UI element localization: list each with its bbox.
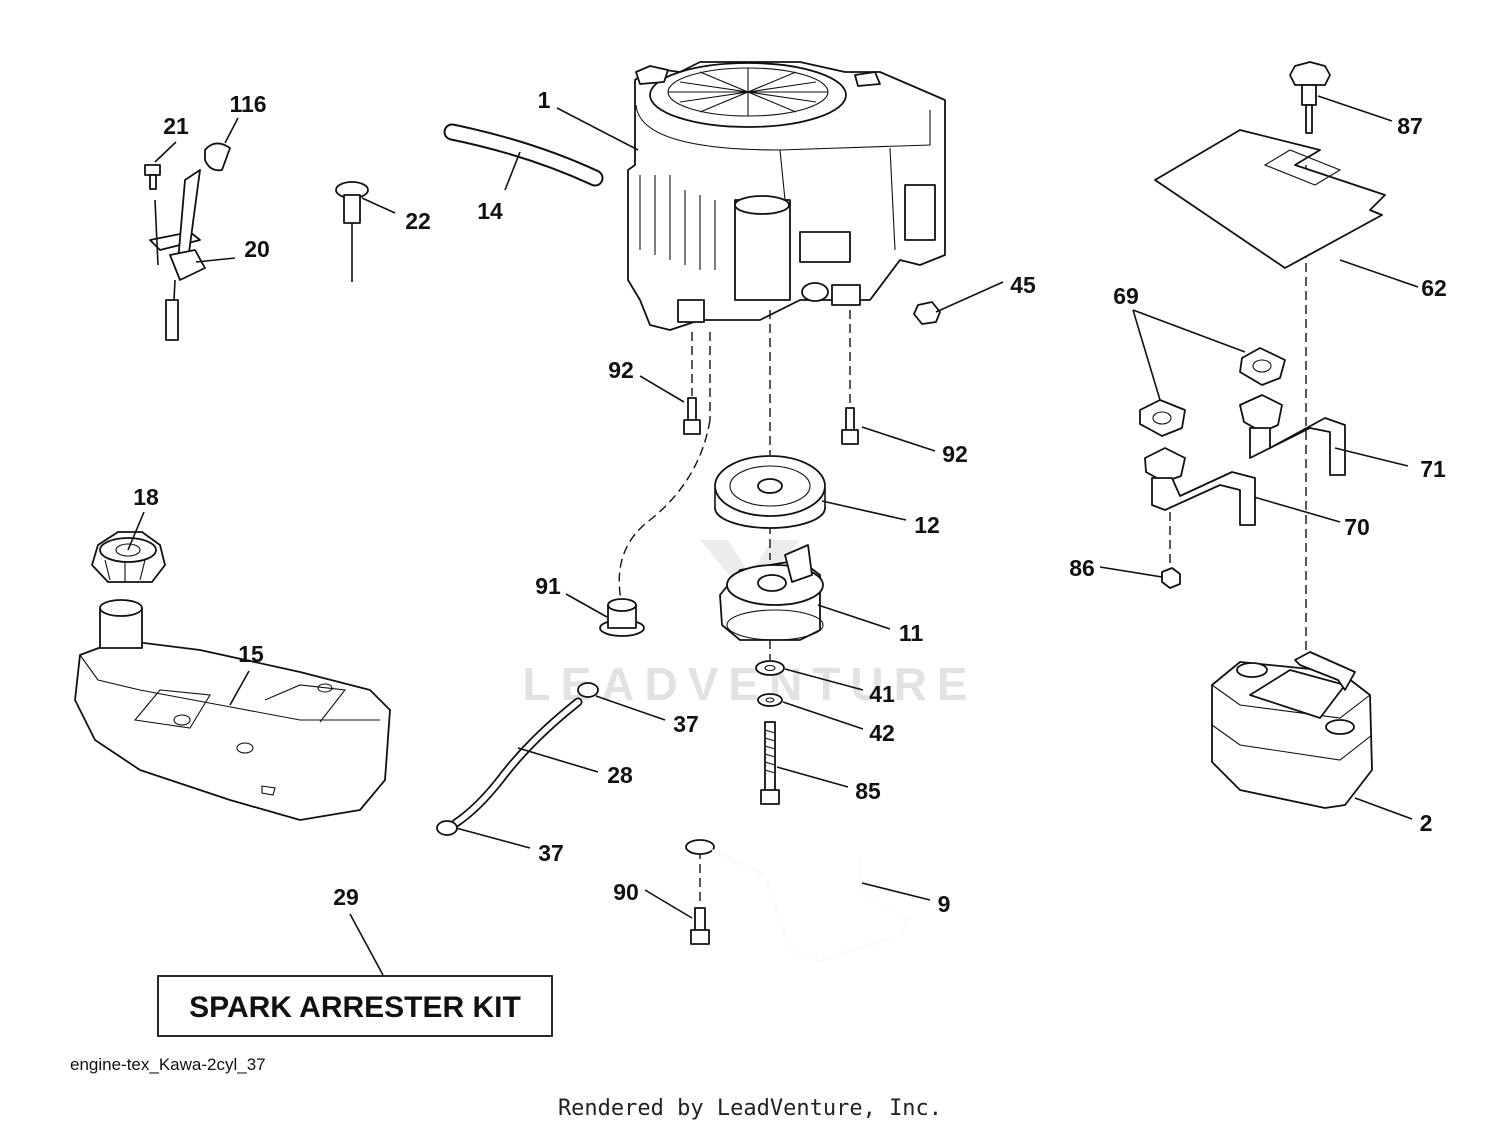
- fuel-cap-part[interactable]: [91, 531, 166, 583]
- callout-37-upper: 37: [673, 711, 699, 737]
- muffler-part[interactable]: [1211, 651, 1373, 809]
- callout-45: 45: [1010, 272, 1036, 298]
- bushing-91-part[interactable]: [599, 598, 645, 637]
- mounting-bracket-part[interactable]: [685, 839, 912, 962]
- callout-labels: 1 14 21 116 22 20 45 87 62 69 92 92 71 7…: [133, 87, 1447, 917]
- spark-arrester-kit-label: SPARK ARRESTER KIT: [189, 991, 521, 1024]
- callout-1: 1: [538, 87, 551, 113]
- washer-42-part[interactable]: [757, 693, 783, 707]
- callout-116: 116: [229, 91, 266, 117]
- callout-70: 70: [1344, 514, 1370, 540]
- spark-arrester-kit-box[interactable]: SPARK ARRESTER KIT: [157, 975, 553, 1037]
- callout-92-left: 92: [608, 357, 634, 383]
- leader-lines: [127, 95, 1419, 976]
- callout-18: 18: [133, 484, 159, 510]
- heat-shield-part[interactable]: [1154, 129, 1386, 269]
- footer-credit: Rendered by LeadVenture, Inc.: [558, 1096, 942, 1121]
- callout-86: 86: [1069, 555, 1095, 581]
- exhaust-pipe-70-part[interactable]: [1144, 447, 1256, 526]
- callout-90: 90: [613, 879, 639, 905]
- exhaust-pipe-71-part[interactable]: [1239, 394, 1346, 476]
- callout-42: 42: [869, 720, 895, 746]
- callout-29: 29: [333, 884, 359, 910]
- callout-15: 15: [238, 641, 264, 667]
- bolt-92-right-part[interactable]: [841, 407, 859, 445]
- callout-9: 9: [938, 891, 951, 917]
- bolt-90-part[interactable]: [690, 907, 710, 945]
- watermark: LEADVENTURE: [522, 540, 977, 710]
- nut-86-part[interactable]: [1161, 567, 1181, 589]
- clutch-part[interactable]: [719, 544, 824, 641]
- callout-41: 41: [869, 681, 895, 707]
- engine-part[interactable]: [627, 61, 946, 331]
- hose-clamp-upper-part[interactable]: [577, 682, 599, 698]
- callout-20: 20: [244, 236, 270, 262]
- callout-37-lower: 37: [538, 840, 564, 866]
- pulley-part[interactable]: [714, 455, 826, 529]
- bolt-92-left-part[interactable]: [683, 397, 701, 435]
- callout-21: 21: [163, 113, 189, 139]
- callout-28: 28: [607, 762, 633, 788]
- callout-12: 12: [914, 512, 940, 538]
- callout-71: 71: [1420, 456, 1446, 482]
- callout-62: 62: [1421, 275, 1447, 301]
- bolt-85-part[interactable]: [760, 721, 780, 805]
- watermark-text: LEADVENTURE: [522, 658, 977, 710]
- breather-hose-part[interactable]: [443, 123, 604, 187]
- watermark-logo-icon: [700, 540, 800, 600]
- callout-92-right: 92: [942, 441, 968, 467]
- callout-22: 22: [405, 208, 431, 234]
- callout-11: 11: [899, 620, 924, 646]
- nut-45-part[interactable]: [913, 281, 1004, 325]
- throttle-control-part[interactable]: [144, 142, 231, 341]
- gasket-69-lower-part[interactable]: [1139, 399, 1186, 437]
- knob-87-part[interactable]: [1289, 61, 1331, 134]
- callout-14: 14: [477, 198, 503, 224]
- washer-41-part[interactable]: [755, 660, 785, 676]
- callout-87: 87: [1397, 113, 1423, 139]
- assembly-guide-lines: [618, 165, 1307, 905]
- callout-85: 85: [855, 778, 881, 804]
- gasket-69-upper-part[interactable]: [1239, 347, 1286, 386]
- fuel-hose-part[interactable]: [451, 697, 583, 828]
- fuel-tank-part[interactable]: [74, 599, 391, 821]
- hose-clamp-lower-part[interactable]: [436, 820, 458, 836]
- callout-91: 91: [535, 573, 561, 599]
- choke-knob-part[interactable]: [335, 181, 369, 282]
- callout-69: 69: [1113, 283, 1139, 309]
- diagram-code: engine-tex_Kawa-2cyl_37: [70, 1055, 266, 1074]
- callout-2: 2: [1420, 810, 1433, 836]
